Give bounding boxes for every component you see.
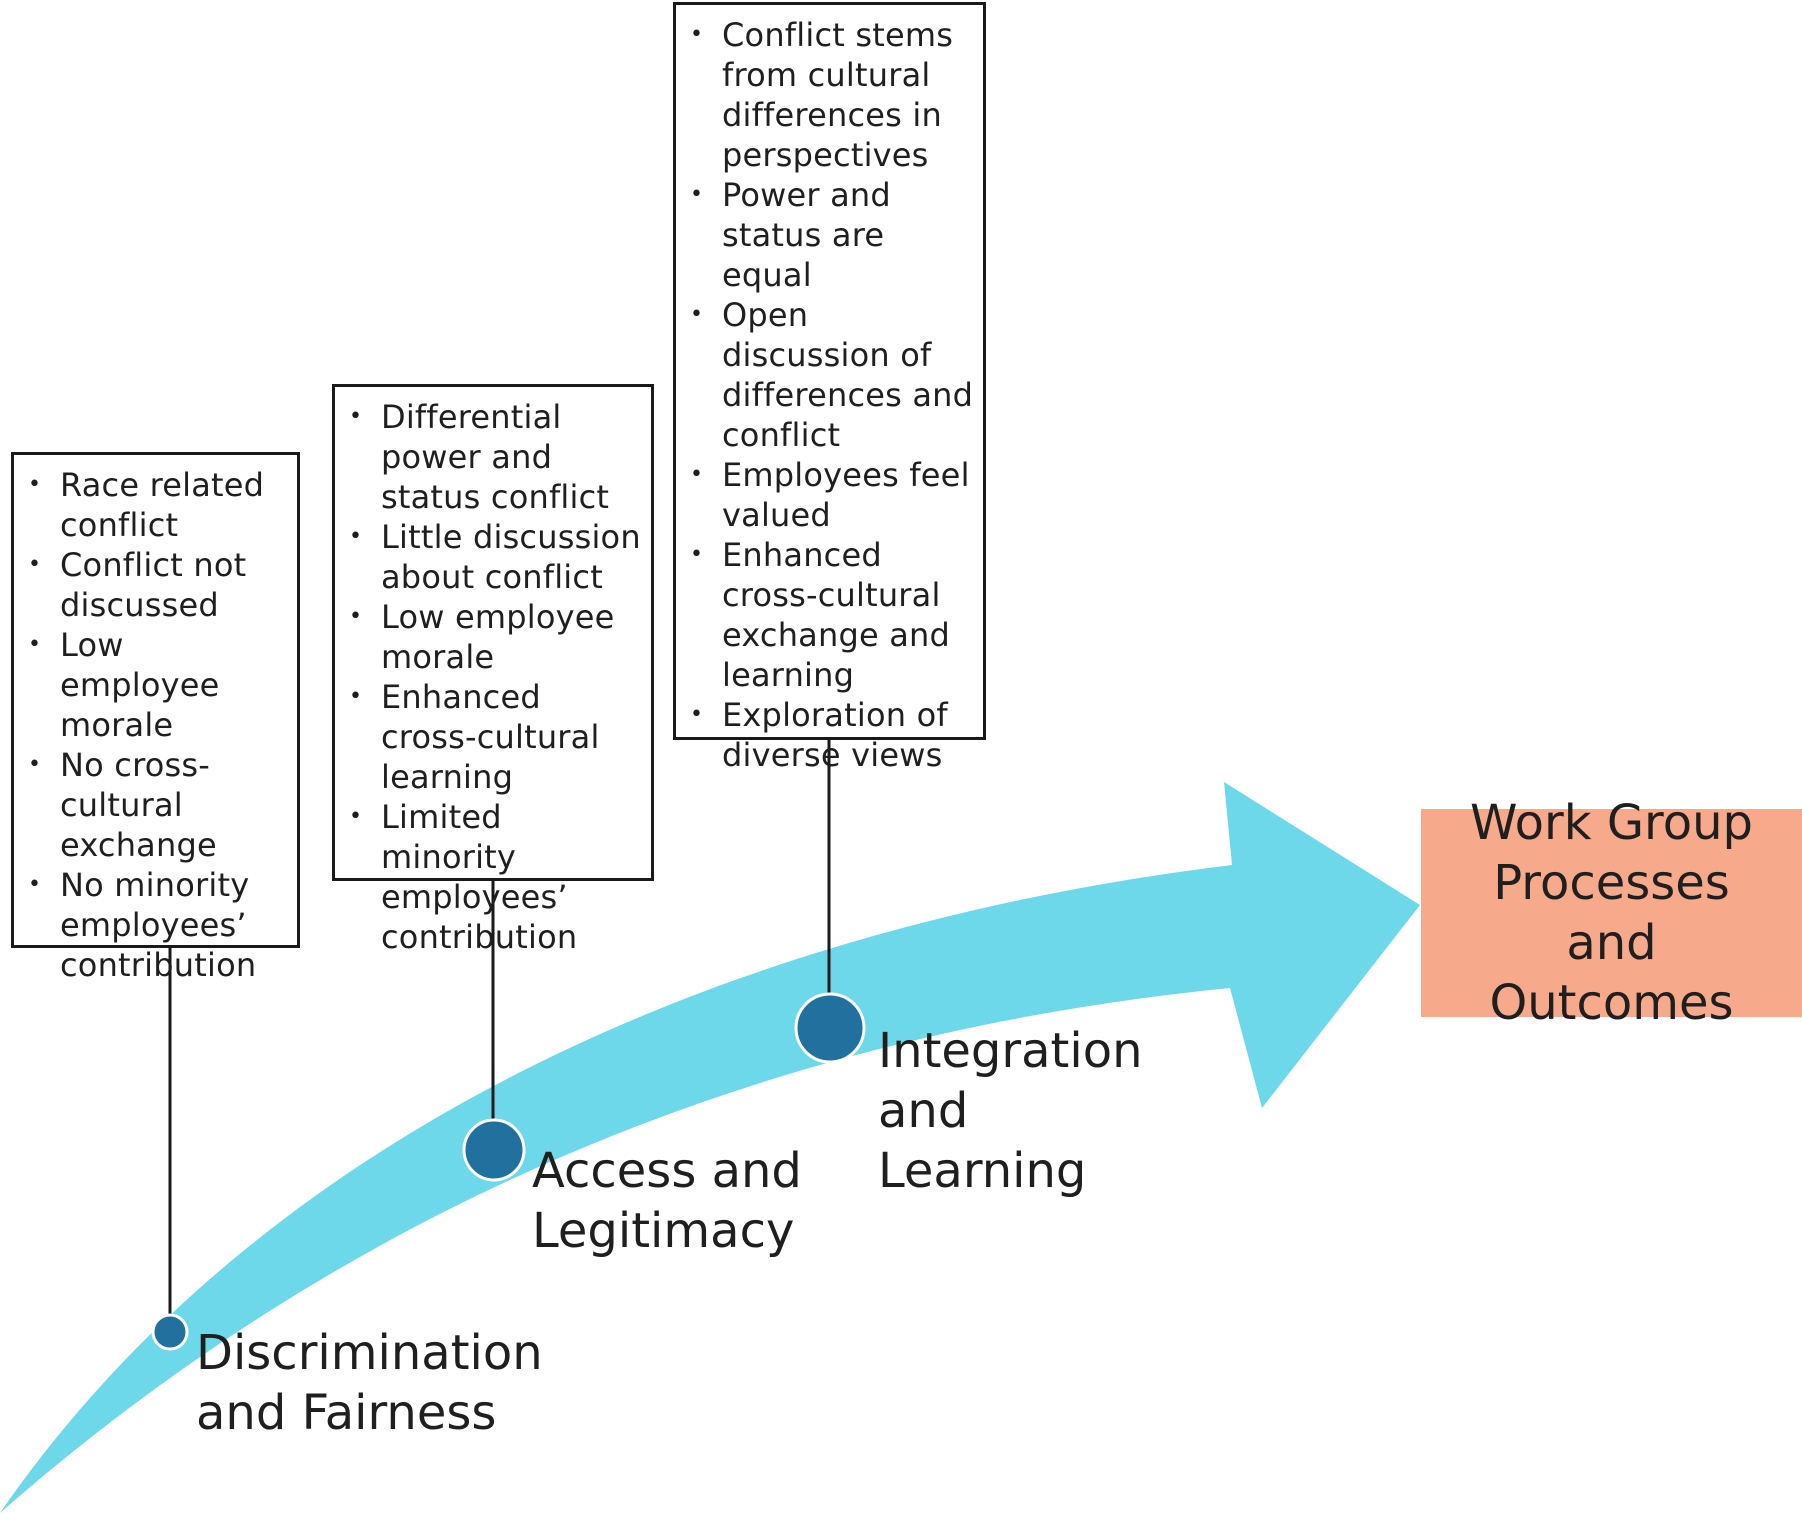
list-item: Conflict not discussed	[24, 545, 291, 625]
stage-dot-1	[151, 1313, 189, 1351]
list-item: Exploration of diverse views	[686, 695, 977, 775]
list-item: Conflict stems from cultural differences…	[686, 15, 977, 175]
list-item: Enhanced cross-cultural exchange and lea…	[686, 535, 977, 695]
list-item: Limited minority employees’ contribution	[345, 797, 645, 957]
outcome-label: Work Group Processes and Outcomes	[1470, 795, 1753, 1031]
list-item: No cross-cultural exchange	[24, 745, 291, 865]
list-item: Race related conflict	[24, 465, 291, 545]
stage-2-characteristics-box: Differential power and status conflict L…	[332, 384, 654, 956]
list-item: Low employee morale	[345, 597, 645, 677]
list-item: Open discussion of differences and confl…	[686, 295, 977, 455]
stage-1-label: Discrimination and Fairness	[196, 1325, 543, 1441]
stage-1-characteristics-box: Race related conflict Conflict not discu…	[11, 452, 300, 984]
stage-dot-2	[462, 1118, 526, 1182]
stage-2-list: Differential power and status conflict L…	[345, 397, 645, 957]
list-item: No minority employees’ contribution	[24, 865, 291, 985]
stage-3-list: Conflict stems from cultural differences…	[686, 15, 977, 775]
stage-2-label: Access and Legitimacy	[532, 1143, 802, 1259]
arrow-body	[0, 782, 1420, 1513]
list-item: Low employee morale	[24, 625, 291, 745]
list-item: Little discussion about conflict	[345, 517, 645, 597]
outcome-box: Work Group Processes and Outcomes	[1421, 795, 1802, 1031]
stage-3-label: Integration and Learning	[878, 1023, 1143, 1199]
stage-3-characteristics-box: Conflict stems from cultural differences…	[673, 2, 986, 774]
list-item: Power and status are equal	[686, 175, 977, 295]
list-item: Employees feel valued	[686, 455, 977, 535]
stage-1-list: Race related conflict Conflict not discu…	[24, 465, 291, 985]
list-item: Enhanced cross-cultural learning	[345, 677, 645, 797]
stage-dot-3	[794, 992, 866, 1064]
list-item: Differential power and status conflict	[345, 397, 645, 517]
